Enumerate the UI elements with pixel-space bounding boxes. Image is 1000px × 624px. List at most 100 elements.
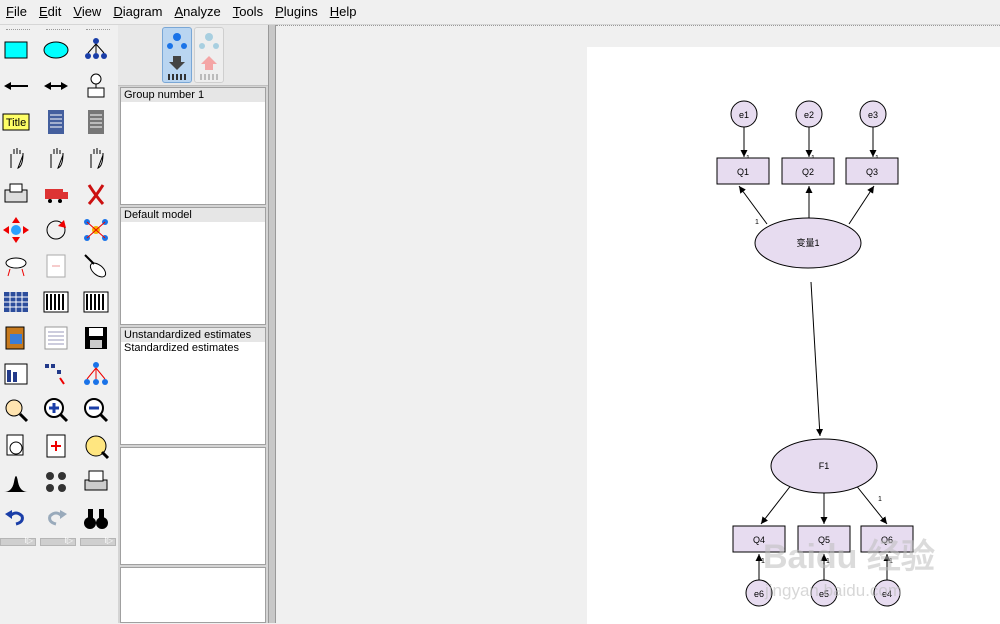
observed-node-q3[interactable]: Q3: [845, 157, 899, 185]
rotate-tool[interactable]: [41, 215, 71, 245]
model-item[interactable]: Default model: [121, 208, 265, 222]
variables-in-dataset-tool[interactable]: [81, 107, 111, 137]
data-file-icon[interactable]: [1, 323, 31, 353]
menu-file[interactable]: File: [6, 4, 27, 19]
list-tool[interactable]: [41, 107, 71, 137]
error-node-e3[interactable]: e3: [859, 100, 887, 128]
observed-node-q1[interactable]: Q1: [716, 157, 770, 185]
draw-observed-variable-tool[interactable]: [1, 35, 31, 65]
model-panel: Group number 1 Default model Unstandardi…: [118, 25, 268, 623]
redo-icon[interactable]: [41, 503, 71, 533]
zoom-in-icon[interactable]: [41, 395, 71, 425]
error-node-e1[interactable]: e1: [730, 100, 758, 128]
move-parameter-tool[interactable]: [1, 215, 31, 245]
toolbox: Title I▷ I▷: [0, 25, 118, 623]
svg-text:Q6: Q6: [881, 535, 893, 545]
erase-icon[interactable]: [81, 179, 111, 209]
path-f1-q6: [854, 483, 888, 525]
diagram-page[interactable]: 1 1 1 1 1 1 1 1 e1 e2 e3 Q1 Q2 Q3 变量1 F1…: [587, 47, 1000, 624]
parameter-formats-list[interactable]: Unstandardized estimates Standardized es…: [120, 327, 266, 445]
output-table-icon[interactable]: [41, 287, 71, 317]
move-tool[interactable]: [41, 179, 71, 209]
toolbox-column-3: I▷: [80, 25, 116, 546]
toolbox-column-1: Title I▷: [0, 25, 36, 546]
unique-variable-tool[interactable]: [81, 71, 111, 101]
computation-summary-list: [120, 447, 266, 565]
drawing-area[interactable]: 1 1 1 1 1 1 1 1 e1 e2 e3 Q1 Q2 Q3 变量1 F1…: [276, 25, 1000, 624]
observed-node-q2[interactable]: Q2: [781, 157, 835, 185]
deselect-hand-icon[interactable]: [81, 143, 111, 173]
zoom-out-icon[interactable]: [81, 395, 111, 425]
format-standardized[interactable]: Standardized estimates: [124, 342, 239, 354]
menu-bar: File Edit View Diagram Analyze Tools Plu…: [0, 0, 1000, 25]
list-variables-icon[interactable]: [1, 287, 31, 317]
bayesian-tool[interactable]: [81, 359, 111, 389]
models-list[interactable]: Default model: [120, 207, 266, 325]
toolbox-scroll-3[interactable]: I▷: [80, 536, 116, 546]
analysis-properties-icon[interactable]: [1, 359, 31, 389]
error-node-e5[interactable]: e5: [810, 579, 838, 607]
calculate-estimates-icon[interactable]: [81, 287, 111, 317]
menu-analyze[interactable]: Analyze: [174, 4, 221, 19]
svg-text:e4: e4: [882, 589, 892, 599]
error-node-e4[interactable]: e4: [873, 579, 901, 607]
toolbox-column-2: I▷: [40, 25, 76, 546]
toolbox-scroll-1[interactable]: I▷: [0, 536, 36, 546]
path-diagram[interactable]: 1 1 1 1 1 1 1 1 e1 e2 e3 Q1 Q2 Q3 变量1 F1…: [587, 47, 1000, 624]
scroll-zoom-icon[interactable]: [81, 431, 111, 461]
menu-edit[interactable]: Edit: [38, 4, 62, 19]
view-input-diagram-button[interactable]: [162, 27, 192, 83]
error-node-e6[interactable]: e6: [745, 579, 773, 607]
draw-path-tool[interactable]: [1, 71, 31, 101]
observed-node-q4[interactable]: Q4: [732, 525, 786, 553]
svg-text:Q3: Q3: [866, 167, 878, 177]
print-icon[interactable]: [81, 467, 111, 497]
path-label: 1: [755, 219, 759, 226]
multiple-group-icon[interactable]: [41, 467, 71, 497]
select-one-hand-icon[interactable]: [1, 143, 31, 173]
resize-tool[interactable]: [41, 251, 71, 281]
observed-node-q5[interactable]: Q5: [797, 525, 851, 553]
latent-node-f1[interactable]: F1: [770, 438, 878, 494]
path-label: 1: [826, 558, 830, 565]
shape-change-tool[interactable]: [81, 215, 111, 245]
copy-tool[interactable]: [1, 179, 31, 209]
indicator-variable-tool[interactable]: [81, 35, 111, 65]
save-icon[interactable]: [81, 323, 111, 353]
touch-up-tool[interactable]: [81, 251, 111, 281]
select-all-hand-icon[interactable]: [41, 143, 71, 173]
title-tool[interactable]: Title: [1, 107, 31, 137]
svg-text:e5: e5: [819, 589, 829, 599]
groups-list[interactable]: Group number 1: [120, 87, 266, 205]
path-latent1-f1: [810, 281, 824, 437]
svg-text:Q4: Q4: [753, 535, 765, 545]
latent-node-variable1[interactable]: 变量1: [754, 217, 862, 269]
binoculars-icon[interactable]: [81, 503, 111, 533]
format-unstandardized[interactable]: Unstandardized estimates: [121, 328, 265, 342]
draw-latent-variable-tool[interactable]: [41, 35, 71, 65]
path-latent1-q3: [848, 185, 875, 225]
histogram-icon[interactable]: [1, 467, 31, 497]
menu-tools[interactable]: Tools: [232, 4, 264, 19]
draw-covariance-tool[interactable]: [41, 71, 71, 101]
undo-icon[interactable]: [1, 503, 31, 533]
path-latent1-q1: [738, 185, 768, 225]
toolbox-scroll-2[interactable]: I▷: [40, 536, 76, 546]
path-label: 1: [761, 558, 765, 565]
group-item[interactable]: Group number 1: [121, 88, 265, 102]
observed-node-q6[interactable]: Q6: [860, 525, 914, 553]
view-page-icon[interactable]: [1, 431, 31, 461]
error-node-e2[interactable]: e2: [795, 100, 823, 128]
menu-plugins[interactable]: Plugins: [275, 4, 318, 19]
view-output-diagram-button[interactable]: [194, 27, 224, 83]
panel-splitter[interactable]: [268, 25, 276, 623]
specification-search-icon[interactable]: [41, 359, 71, 389]
fit-to-page-icon[interactable]: [41, 431, 71, 461]
menu-view[interactable]: View: [73, 4, 102, 19]
menu-diagram[interactable]: Diagram: [113, 4, 163, 19]
zoom-select-icon[interactable]: [1, 395, 31, 425]
svg-text:e3: e3: [868, 110, 878, 120]
menu-help[interactable]: Help: [329, 4, 357, 19]
reflect-tool[interactable]: [1, 251, 31, 281]
text-output-icon[interactable]: [41, 323, 71, 353]
